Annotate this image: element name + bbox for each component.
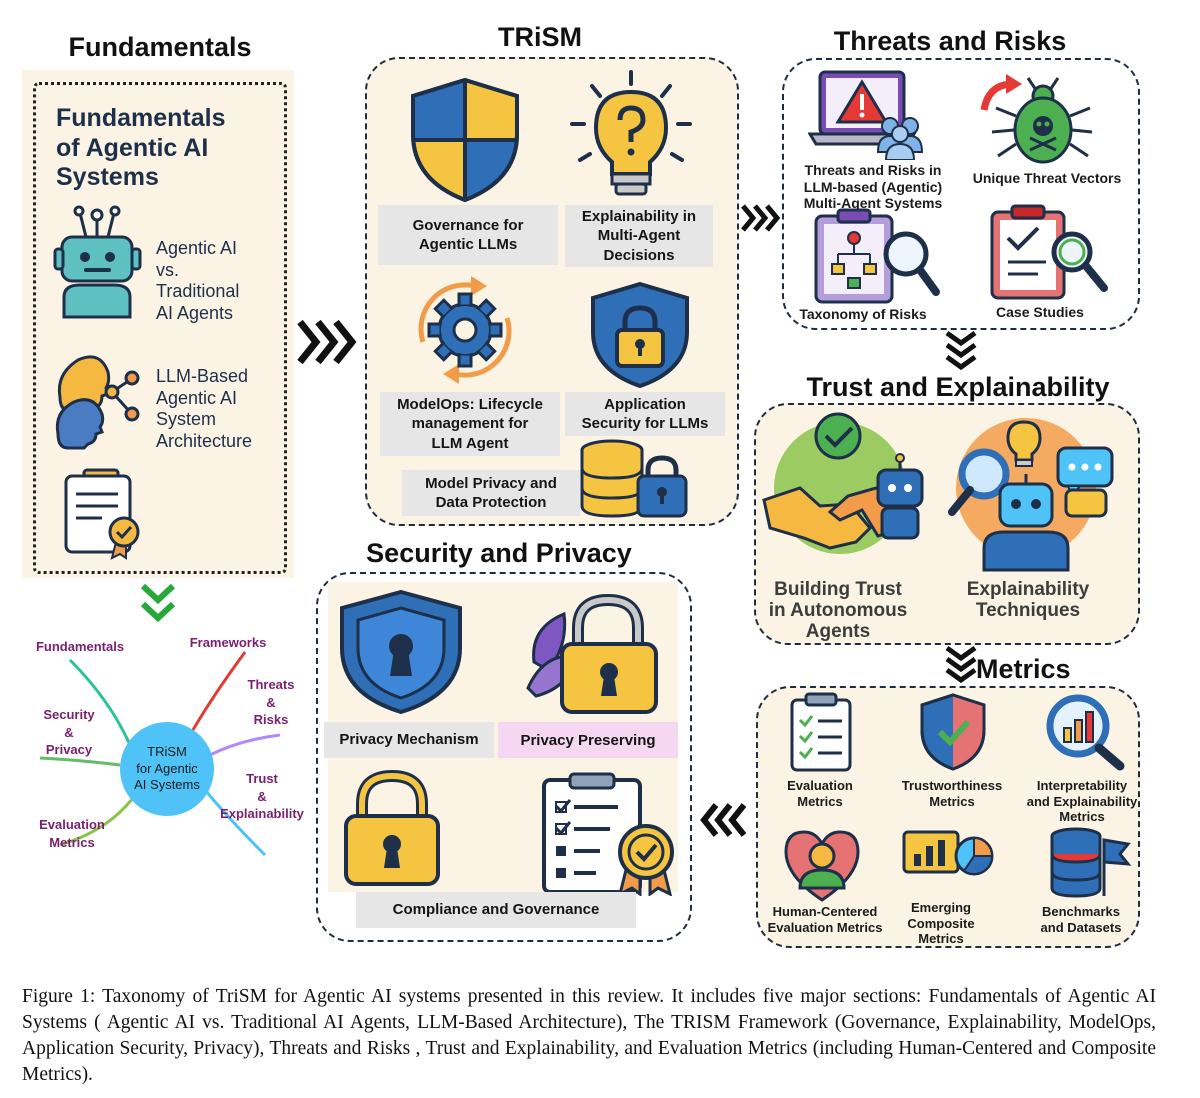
robot-icon [50,205,145,320]
modelops-gear-icon [405,272,525,387]
benchmarks-database-icon [1046,826,1132,902]
taxonomy-clipboard-icon [812,208,942,308]
case-studies-clipboard-icon [988,204,1110,304]
threats-item-llm-systems: Threats and Risks in LLM-based (Agentic)… [803,162,943,212]
bug-icon [974,70,1094,166]
compliance-checklist-icon [540,772,680,896]
security-heading: Security and Privacy [366,538,632,568]
metrics-item-interpretability: Interpretability and Explainability Metr… [1026,778,1138,825]
lightbulb-question-icon [566,68,696,203]
mindmap-label-security: Security & Privacy [43,707,95,758]
mindmap-branches [20,640,320,880]
fundamentals-inner-box [33,82,287,574]
threats-heading: Threats and Risks [833,26,1067,56]
down-arrows-icon [944,330,978,372]
metrics-item-benchmarks: Benchmarks and Datasets [1040,904,1122,935]
security-item-privacy-preserving: Privacy Preserving [498,722,678,758]
metrics-heading: Metrics [976,654,1071,684]
trust-shield-icon [918,692,988,772]
threats-item-taxonomy: Taxonomy of Risks [799,306,927,322]
metrics-item-evaluation: Evaluation Metrics [787,778,853,809]
certificate-icon [62,468,146,560]
leaf-lock-icon [524,592,670,716]
mindmap-center: TRiSM for Agentic AI Systems [120,722,214,816]
threats-item-unique-vectors: Unique Threat Vectors [972,170,1122,186]
database-lock-icon [576,438,696,522]
checklist-clipboard-icon [788,692,854,774]
security-item-compliance: Compliance and Governance [356,892,636,928]
handshake-robot-icon [760,408,930,568]
mindmap-label-fundamentals: Fundamentals [35,639,125,654]
metrics-item-trustworthiness: Trustworthiness Metrics [901,778,1003,809]
fundamentals-item-agentic-vs-traditional: Agentic AI vs. Traditional AI Agents [156,238,240,323]
figure-caption: Figure 1: Taxonomy of TriSM for Agentic … [22,986,1156,1085]
fundamentals-item-llm-architecture: LLM-Based Agentic AI System Architecture [156,366,253,451]
green-down-arrows-icon [140,582,176,624]
trust-item-building-trust: Building Trust in Autonomous Agents [768,579,908,642]
threats-item-case-studies: Case Studies [996,304,1084,320]
composite-chart-icon [900,826,996,896]
heads-network-icon [50,342,145,452]
right-arrows-icon [296,318,362,366]
human-centered-icon [782,826,862,904]
mindmap-label-evaluation: Evaluation Metrics [39,817,105,850]
padlock-icon [340,770,444,888]
security-item-privacy-mechanism: Privacy Mechanism [324,722,494,758]
trust-item-explainability-techniques: Explainability Techniques [966,579,1090,621]
laptop-warning-icon [808,68,934,160]
right-arrows-small-icon [740,203,784,233]
mindmap-label-trust: Trust & Explainability [220,771,304,822]
keyhole-shield-icon [336,588,466,716]
mindmap-label-threats: Threats & Risks [247,677,295,728]
down-arrows-metrics-icon [944,645,978,683]
explainability-robot-icon [944,408,1124,572]
metrics-item-composite: Emerging Composite Metrics [907,900,975,947]
left-arrows-icon [700,802,750,838]
fundamentals-heading: Fundamentals [68,32,252,62]
shield-lock-icon [585,280,695,390]
trust-heading: Trust and Explainability [806,372,1110,402]
chart-magnifier-icon [1044,692,1128,772]
trism-heading: TRiSM [498,22,582,52]
mindmap-label-frameworks: Frameworks [189,635,267,650]
fundamentals-title: Fundamentals of Agentic AI Systems [56,104,226,191]
governance-shield-icon [405,76,525,204]
metrics-item-human-centered: Human-Centered Evaluation Metrics [767,904,883,935]
